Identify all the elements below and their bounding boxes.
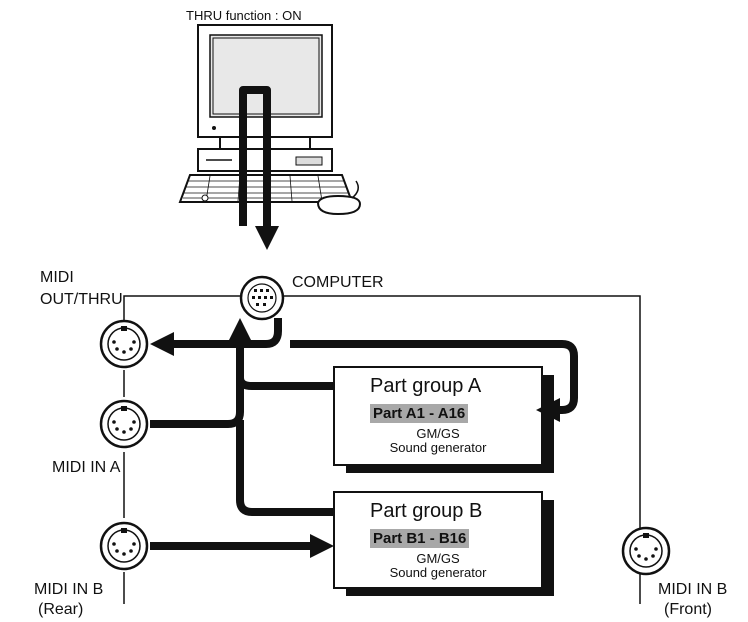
part-group-b-range: Part B1 - B16: [370, 529, 470, 548]
part-group-b-line1: GM/GS: [416, 551, 460, 566]
midi-in-a-to-part-b: [236, 420, 334, 516]
part-group-a-title: Part group A: [370, 375, 482, 397]
part-group-a-line2: Sound generator: [389, 440, 487, 455]
midi-in-b-rear-label-line2: (Rear): [38, 601, 84, 618]
midi-in-a-branch: [236, 377, 253, 390]
midi-in-b-rear-label-line1: MIDI IN B: [34, 581, 104, 598]
midi-in-b-rear-connector: [99, 521, 149, 571]
thru-status-label: THRU function : ON: [186, 8, 302, 23]
computer-port-label: COMPUTER: [292, 274, 384, 291]
midi-in-b-front-connector: [621, 526, 671, 576]
signal-arrows: [150, 86, 578, 558]
computer-loop-arrow: [239, 86, 279, 250]
midi-in-b-front-label-line1: MIDI IN B: [658, 581, 728, 598]
thru-to-out-arrow: [150, 318, 282, 356]
midi-out-thru-label-line1: MIDI: [40, 269, 74, 286]
midi-in-b-front-label-line2: (Front): [664, 601, 712, 618]
part-group-b-title: Part group B: [370, 500, 483, 522]
midi-out-thru-connector: [99, 319, 149, 369]
midi-in-a-label: MIDI IN A: [52, 459, 121, 476]
device-outline: [123, 295, 641, 604]
part-group-a-range: Part A1 - A16: [370, 404, 469, 423]
part-group-a-box: [333, 366, 554, 473]
midi-in-a-connector: [99, 399, 149, 449]
computer-port-connector: [239, 275, 285, 321]
part-group-a-line1: GM/GS: [416, 426, 460, 441]
computer-illustration: [178, 24, 362, 216]
midi-out-thru-label-line2: OUT/THRU: [40, 291, 123, 308]
part-group-b-line2: Sound generator: [389, 565, 487, 580]
part-a-loop-arrow: [290, 340, 578, 422]
